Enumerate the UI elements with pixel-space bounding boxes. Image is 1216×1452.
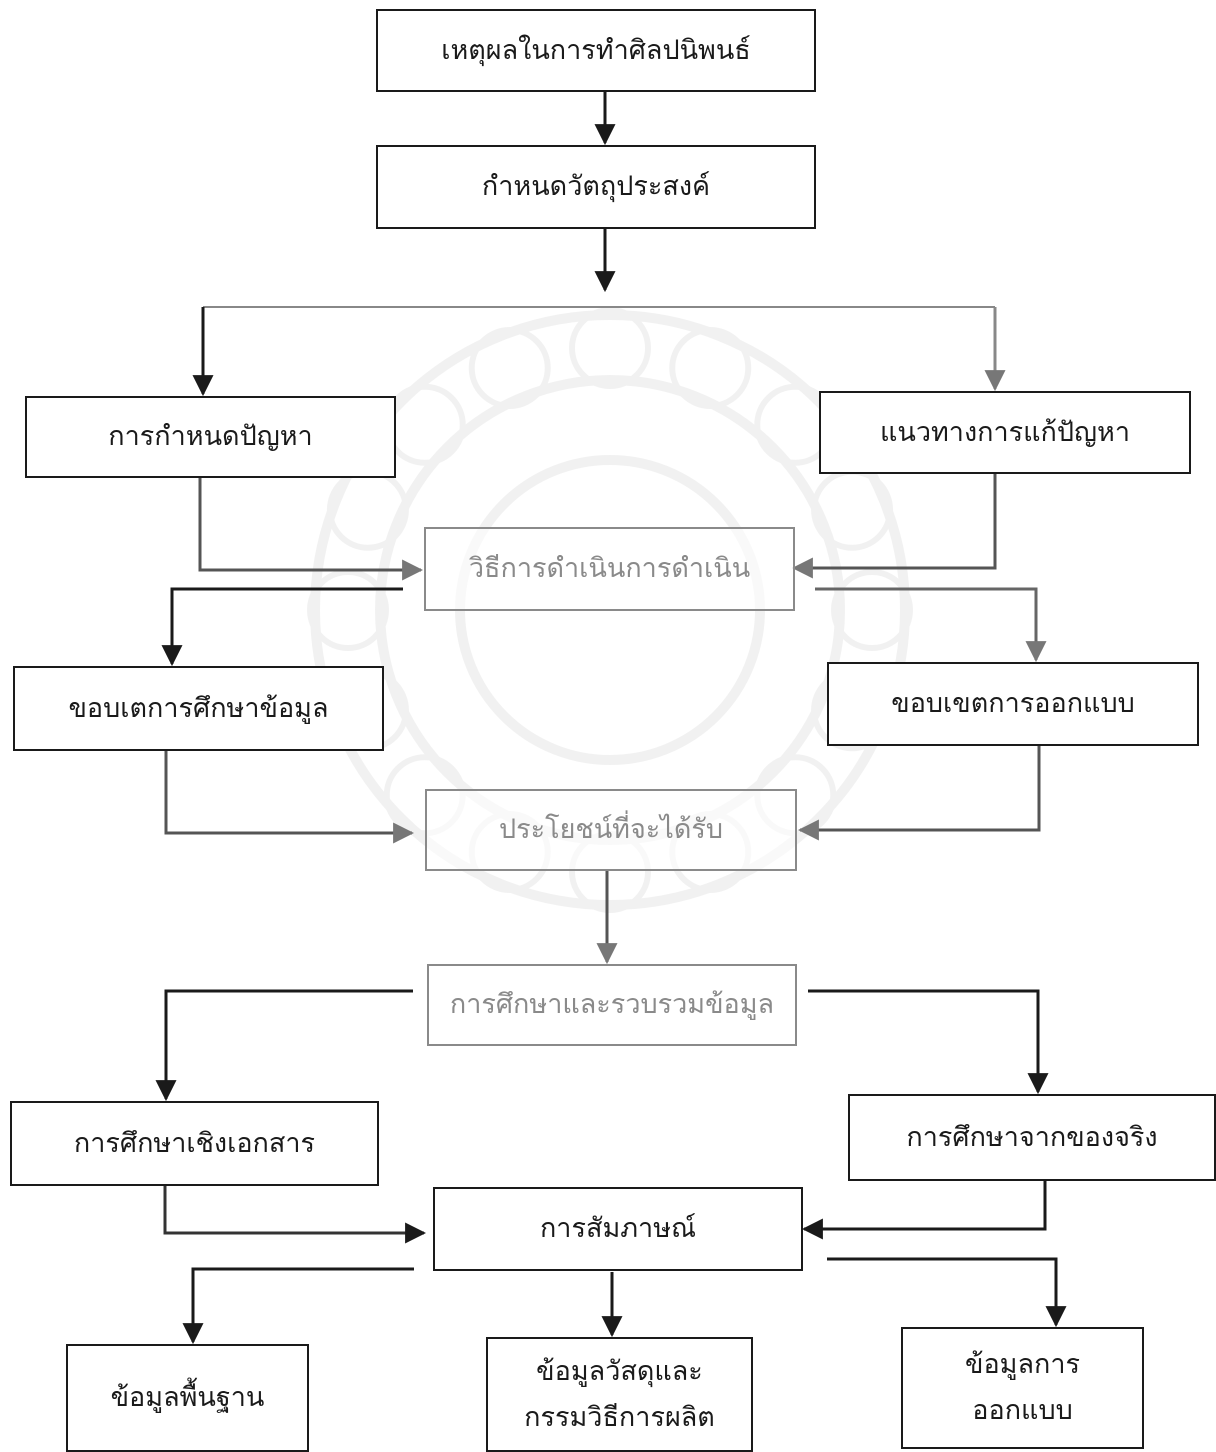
node-design-info: ข้อมูลการ ออกแบบ — [901, 1327, 1144, 1449]
arrow-documentary-to-interview — [163, 1186, 427, 1244]
node-basic-info: ข้อมูลพื้นฐาน — [66, 1344, 309, 1452]
node-label: การศึกษาและรวบรวมข้อมูล — [449, 989, 775, 1021]
node-label: กำหนดวัตถุประสงค์ — [481, 171, 711, 203]
node-label: การศึกษาจากของจริง — [906, 1121, 1158, 1153]
seal-petal — [307, 569, 389, 651]
node-benefit: ประโยชน์ที่จะได้รับ — [425, 789, 797, 871]
arrow-interview-to-basic-info — [182, 1267, 414, 1345]
seal-petal — [383, 383, 466, 466]
node-label: ขอบเขตการออกแบบ — [891, 688, 1135, 720]
node-label: การกำหนดปัญหา — [108, 421, 313, 453]
node-reason: เหตุผลในการทำศิลปนิพนธ์ — [376, 9, 816, 92]
node-method: วิธีการดำเนินการดำเนิน — [424, 527, 795, 611]
arrow-design-scope-to-benefit — [797, 746, 1041, 841]
node-objective: กำหนดวัตถุประสงค์ — [376, 145, 816, 229]
arrow-interview-to-design-info — [827, 1257, 1067, 1328]
node-label: ข้อมูลการ ออกแบบ — [964, 1349, 1081, 1426]
arrow-problem-to-method — [198, 478, 424, 581]
seal-petal — [468, 326, 551, 409]
node-label: วิธีการดำเนินการดำเนิน — [468, 553, 751, 585]
node-label: การสัมภาษณ์ — [539, 1213, 697, 1245]
node-label: การศึกษาเชิงเอกสาร — [73, 1127, 316, 1159]
node-label: แนวทางการแก้ปัญหา — [879, 416, 1131, 448]
seal-petal — [811, 468, 894, 551]
node-label: ข้อมูลพื้นฐาน — [110, 1382, 265, 1414]
node-documentary: การศึกษาเชิงเอกสาร — [10, 1101, 379, 1186]
arrow-method-to-design-scope — [815, 587, 1047, 663]
seal-petal — [326, 468, 409, 551]
seal-petal — [669, 326, 752, 409]
arrow-method-to-study-scope — [161, 587, 403, 667]
arrow-study-scope-to-benefit — [164, 751, 415, 844]
arrow-collect-to-real — [808, 989, 1049, 1095]
node-real: การศึกษาจากของจริง — [848, 1094, 1216, 1181]
arrow-real-to-interview — [801, 1181, 1047, 1240]
node-study-scope: ขอบเตการศึกษาข้อมูล — [13, 666, 384, 751]
node-interview: การสัมภาษณ์ — [433, 1187, 803, 1271]
node-label: ประโยชน์ที่จะได้รับ — [498, 814, 724, 846]
node-label: ข้อมูลวัสดุและ กรรมวิธีการผลิต — [524, 1355, 715, 1433]
arrow-collect-to-documentary — [155, 989, 413, 1102]
node-design-scope: ขอบเขตการออกแบบ — [827, 662, 1199, 746]
node-label: เหตุผลในการทำศิลปนิพนธ์ — [441, 34, 751, 66]
seal-petal — [569, 307, 651, 389]
arrow-solution-to-method — [791, 474, 997, 579]
node-label: ขอบเตการศึกษาข้อมูล — [68, 692, 329, 724]
seal-petal — [831, 569, 913, 651]
node-material-info: ข้อมูลวัสดุและ กรรมวิธีการผลิต — [486, 1337, 753, 1452]
node-collect: การศึกษาและรวบรวมข้อมูล — [427, 964, 797, 1046]
node-problem: การกำหนดปัญหา — [25, 396, 396, 478]
node-solution: แนวทางการแก้ปัญหา — [819, 391, 1191, 474]
